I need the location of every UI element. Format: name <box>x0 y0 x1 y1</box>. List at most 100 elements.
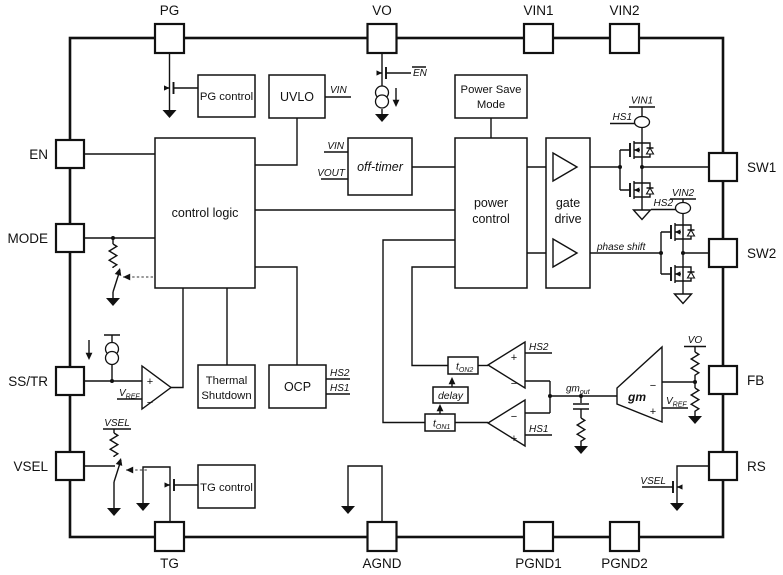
pin-label-vin1: VIN1 <box>523 3 553 18</box>
block-label-psm-2: Mode <box>477 99 505 111</box>
block-label-uvlo: UVLO <box>280 90 314 104</box>
mode-ground <box>106 298 120 306</box>
wire-control-logic-to-ocp <box>255 266 298 365</box>
wire-sw2-vin2 <box>651 198 696 220</box>
signal-label-vsel-rs: VSEL <box>640 476 666 487</box>
pin-pgnd1 <box>522 520 555 553</box>
block-label-off-timer: off-timer <box>357 160 404 174</box>
block-label-pg-control: PG control <box>200 91 253 103</box>
sstr-comparator <box>141 364 173 411</box>
sw1-lowside-mosfet <box>629 177 655 203</box>
block-ocp <box>268 364 327 409</box>
pin-label-tg: TG <box>160 556 179 571</box>
pin-vsel <box>54 450 86 482</box>
pin-fb <box>707 364 739 396</box>
junction-dot <box>693 380 697 384</box>
hs2-current-sense <box>674 201 692 215</box>
vo-current-arrow <box>392 99 400 107</box>
sw2-power-ground <box>673 293 693 305</box>
minus-sign: − <box>147 397 153 409</box>
plus-sign: + <box>511 433 517 445</box>
delay-ton2-arrow <box>448 377 456 385</box>
vsel-resistor <box>109 432 119 458</box>
sstr-current-source <box>104 341 120 366</box>
block-label-control-logic: control logic <box>172 206 239 220</box>
minus-sign: − <box>511 378 517 390</box>
fb-ground <box>688 416 702 424</box>
gmout-resistor <box>576 417 586 443</box>
pin-agnd <box>366 520 398 553</box>
block-label-psm-1: Power Save <box>461 84 522 96</box>
wire-offtimer-inputs <box>321 151 348 180</box>
tg-ground <box>136 503 150 511</box>
wire-sw2-node <box>682 244 709 294</box>
plus-sign: + <box>650 406 656 418</box>
signal-label-vin2: VIN2 <box>672 188 695 199</box>
junction-dot <box>548 394 552 398</box>
agnd-ground <box>341 506 355 514</box>
pins <box>54 22 739 553</box>
mode-resistor <box>108 243 118 269</box>
function-blocks: PG control UVLO Power Save Mode off-time… <box>154 74 591 509</box>
signal-label-phase-shift: phase shift <box>596 242 647 253</box>
block-label-power-control-2: control <box>472 212 510 226</box>
signal-label-gm-out: gmout <box>566 384 591 397</box>
signal-label-vref-gm: VREF <box>666 396 687 409</box>
signal-label-hs1-comp: HS1 <box>529 424 548 435</box>
pin-label-pgnd1: PGND1 <box>515 556 562 571</box>
block-ton1 <box>424 413 456 432</box>
pin-en <box>54 138 86 170</box>
ton1-delay-arrow <box>436 404 444 412</box>
block-label-ocp: OCP <box>284 380 311 394</box>
wire-vo-branch <box>381 53 426 114</box>
fb-resistor-top <box>690 351 700 377</box>
signal-label-hs1-sense: HS1 <box>613 112 632 123</box>
vo-ground <box>375 114 389 122</box>
vo-enable-mosfet <box>375 58 387 88</box>
pin-label-sw2: SW2 <box>747 246 776 261</box>
block-label-thermal-1: Thermal <box>206 375 247 387</box>
pin-label-vsel: VSEL <box>13 459 48 474</box>
pin-label-agnd: AGND <box>362 556 401 571</box>
block-label-delay: delay <box>438 390 464 402</box>
pin-label-en: EN <box>29 147 48 162</box>
gm-label: gm <box>627 390 646 404</box>
block-ton2 <box>447 356 479 375</box>
gate-drive-buffer-bottom <box>552 237 579 269</box>
junction-dot <box>618 165 622 169</box>
pin-label-mode: MODE <box>8 231 49 246</box>
sw1-highside-mosfet <box>629 137 655 163</box>
pin-pg <box>153 22 186 55</box>
block-tg-control <box>197 464 256 509</box>
pin-label-vo: VO <box>372 3 392 18</box>
pin-vin1 <box>522 22 555 55</box>
sstr-current-arrow <box>85 352 93 360</box>
signal-label-vin-offtimer: VIN <box>327 141 344 152</box>
amplifiers: + − + − − + − + gm <box>141 340 663 448</box>
wire-tg-branch <box>142 466 198 522</box>
hs1-comparator <box>486 398 526 448</box>
pin-sw1 <box>707 151 739 183</box>
wire-gate-drive-links <box>527 166 661 254</box>
pg-mosfet <box>163 73 175 103</box>
junction-dot <box>681 251 685 255</box>
pin-sw2 <box>707 237 739 269</box>
pin-mode <box>54 222 86 254</box>
pin-label-rs: RS <box>747 459 766 474</box>
signal-labels: VIN VIN VOUT EN VIN1 HS1 VIN2 HS2 phase … <box>104 68 702 487</box>
signal-label-vsel-switch: VSEL <box>104 418 130 429</box>
gate-drive-buffer-top <box>552 151 579 183</box>
junction-dot <box>659 251 663 255</box>
wire-vsel-branch <box>103 428 131 508</box>
pin-labels: PG VO VIN1 VIN2 EN MODE SS/TR VSEL SW1 S… <box>8 3 777 571</box>
block-thermal-shutdown <box>197 364 256 409</box>
wire-pg-branch <box>168 53 198 110</box>
signal-label-hs2-comp: HS2 <box>529 342 549 353</box>
pin-label-pgnd2: PGND2 <box>601 556 648 571</box>
signal-label-vref-sstr: VREF <box>119 388 140 401</box>
vsel-ground <box>107 508 121 516</box>
block-control-logic <box>154 137 256 289</box>
block-delay <box>432 386 469 404</box>
